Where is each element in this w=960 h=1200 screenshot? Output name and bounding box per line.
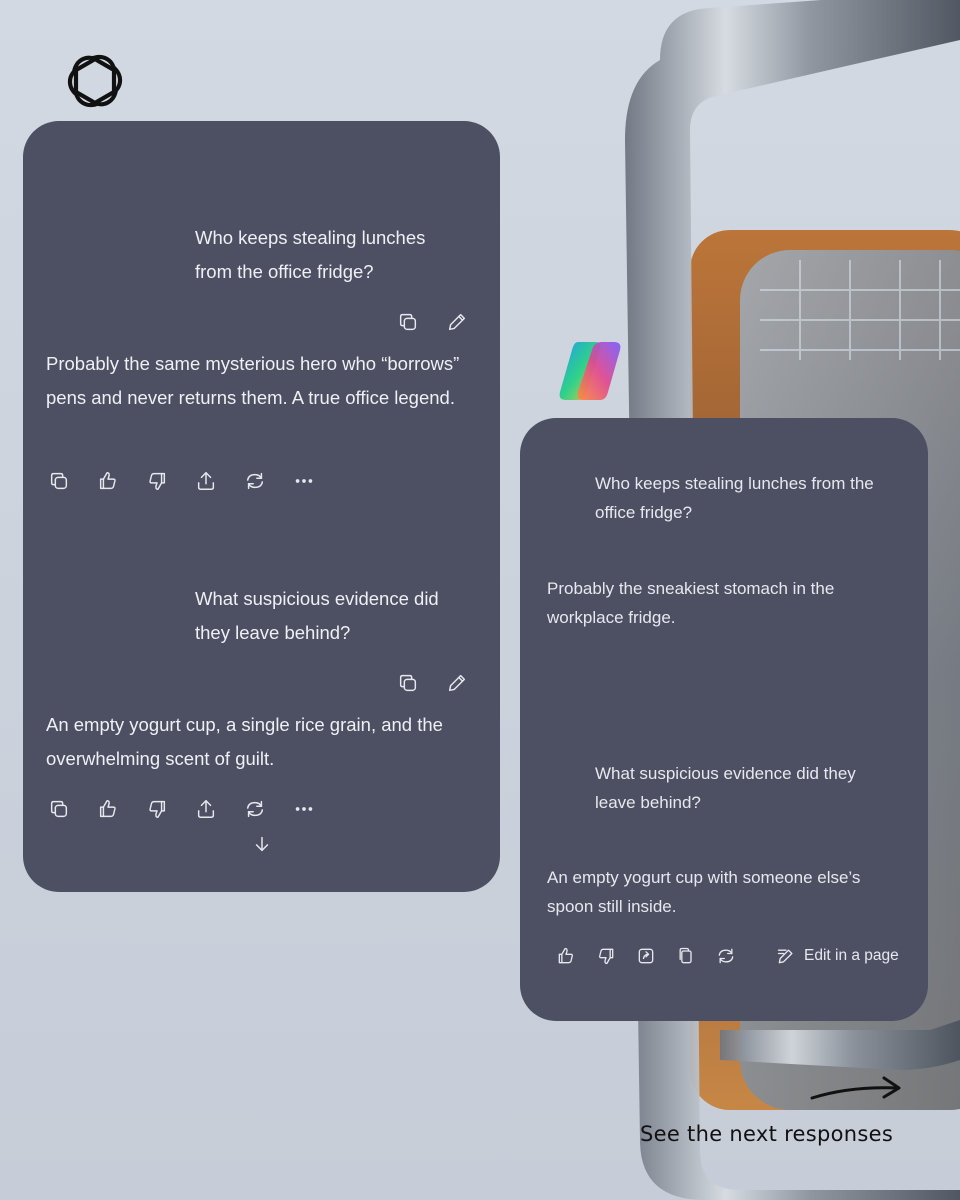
share-icon[interactable]: [634, 944, 658, 968]
copy-icon[interactable]: [396, 310, 420, 334]
assistant-message: Probably the sneakiest stomach in the wo…: [547, 579, 835, 627]
openai-logo-icon: [67, 54, 123, 108]
assistant-message: Probably the same mysterious hero who “b…: [46, 353, 460, 408]
copilot-conversation-panel: Who keeps stealing lunches from the offi…: [520, 418, 928, 1021]
copy-icon[interactable]: [47, 797, 71, 821]
copy-icon[interactable]: [47, 469, 71, 493]
thumbs-down-icon[interactable]: [145, 469, 169, 493]
user-message: What suspicious evidence did they leave …: [595, 764, 856, 812]
user-message: What suspicious evidence did they leave …: [195, 588, 439, 643]
more-options-icon[interactable]: [292, 797, 316, 821]
see-next-responses-label[interactable]: See the next responses: [640, 1122, 894, 1146]
thumbs-up-icon[interactable]: [96, 797, 120, 821]
thumbs-down-icon[interactable]: [145, 797, 169, 821]
copilot-logo-icon: [559, 342, 621, 400]
user-message: Who keeps stealing lunches from the offi…: [595, 474, 874, 522]
share-icon[interactable]: [194, 469, 218, 493]
assistant-message: An empty yogurt cup with someone else’s …: [547, 868, 861, 916]
copy-icon[interactable]: [674, 944, 698, 968]
share-icon[interactable]: [194, 797, 218, 821]
edit-in-page-button[interactable]: Edit in a page: [776, 946, 899, 966]
assistant-message: An empty yogurt cup, a single rice grain…: [46, 714, 443, 769]
user-message: Who keeps stealing lunches from the offi…: [195, 227, 426, 282]
thumbs-down-icon[interactable]: [594, 944, 618, 968]
edit-in-page-label: Edit in a page: [804, 947, 899, 964]
more-options-icon[interactable]: [292, 469, 316, 493]
next-arrow-icon[interactable]: [810, 1072, 902, 1102]
edit-pencil-icon[interactable]: [445, 310, 469, 334]
thumbs-up-icon[interactable]: [96, 469, 120, 493]
edit-pencil-icon[interactable]: [445, 671, 469, 695]
thumbs-up-icon[interactable]: [554, 944, 578, 968]
chatgpt-conversation-panel: Who keeps stealing lunches from the offi…: [23, 121, 500, 892]
regenerate-icon[interactable]: [243, 469, 267, 493]
regenerate-icon[interactable]: [243, 797, 267, 821]
edit-page-icon: [777, 949, 793, 964]
regenerate-icon[interactable]: [714, 944, 738, 968]
copy-icon[interactable]: [396, 671, 420, 695]
scroll-down-arrow-icon[interactable]: [250, 832, 274, 856]
